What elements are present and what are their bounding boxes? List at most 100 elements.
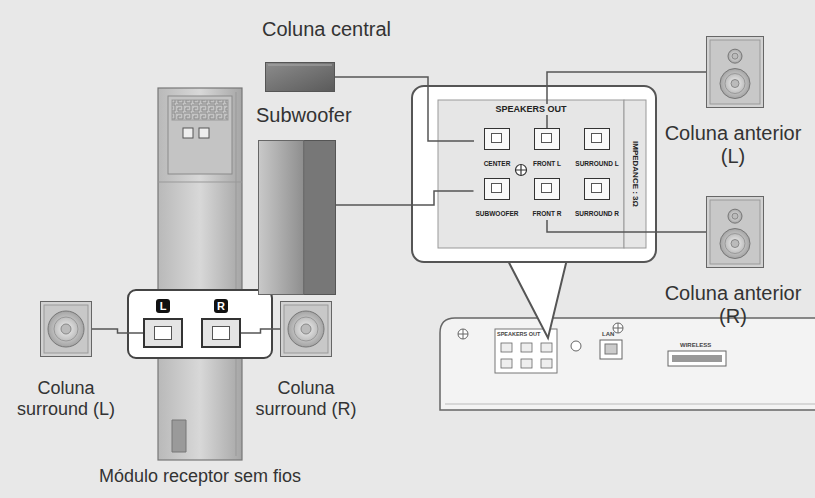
speaker-label: Subwoofer <box>256 104 376 127</box>
channel-badge: R <box>214 299 228 313</box>
speaker-cone <box>54 317 78 341</box>
speaker-cone <box>728 49 742 63</box>
socket-contact <box>541 133 552 143</box>
front-speaker: Coluna anterior (L) <box>706 36 764 108</box>
screw <box>613 323 623 333</box>
speaker-label: Coluna anterior (R) <box>655 282 811 328</box>
tower-jack <box>199 128 209 138</box>
speaker-cone <box>731 240 739 248</box>
terminal-label: SURROUND R <box>575 210 619 217</box>
center-drawing <box>265 62 335 92</box>
speaker-cable <box>241 329 280 333</box>
mini-terminals <box>501 343 552 368</box>
terminal-socket <box>534 128 560 150</box>
terminal-socket <box>484 128 510 150</box>
terminal-label: FRONT L <box>533 160 561 167</box>
speaker-terminal: SUBWOOFER <box>474 178 521 220</box>
tower-top-panel <box>168 96 232 174</box>
socket-contact <box>491 133 502 143</box>
lan-socket <box>605 344 617 354</box>
receiver-terminal: L <box>143 296 183 348</box>
port-label: SPEAKERS OUT <box>497 331 540 337</box>
wireless-pins <box>672 355 722 362</box>
tower-edge <box>236 92 237 456</box>
speaker-grille <box>284 305 328 353</box>
speaker-label: Coluna surround (R) <box>246 378 366 419</box>
front-drawing <box>706 36 764 108</box>
speaker-terminal: SURROUND L <box>573 128 621 170</box>
network-symbol <box>571 341 581 351</box>
screw <box>458 329 468 339</box>
module-label: Módulo receptor sem fios <box>50 466 350 487</box>
speaker-cone <box>725 234 745 254</box>
speaker-cone <box>720 69 750 99</box>
socket-contact <box>591 133 602 143</box>
speaker-label: Coluna surround (L) <box>6 378 126 419</box>
speaker-cone <box>725 74 745 94</box>
speaker-terminal: FRONT L <box>524 128 570 170</box>
subwoofer: Subwoofer <box>258 140 336 295</box>
port-label: WIRELESS <box>680 342 711 349</box>
speaker-cable <box>335 77 474 141</box>
speaker-cone <box>294 317 318 341</box>
tower-seam <box>158 182 242 183</box>
speaker-cabinet <box>707 197 764 268</box>
callout-frame <box>412 86 656 262</box>
main-unit <box>440 318 815 410</box>
speaker-terminal: FRONT R <box>524 178 570 220</box>
receiver-tower <box>158 88 242 460</box>
speaker-cone <box>732 53 738 59</box>
surround-drawing <box>280 301 332 357</box>
speaker-cable <box>336 191 474 205</box>
speaker-cone <box>728 209 742 223</box>
terminal-socket <box>584 128 610 150</box>
impedance-label: IMPEDANCE : 3Ω <box>630 138 640 210</box>
speaker-label: Coluna anterior (L) <box>655 122 811 168</box>
speaker-cabinet <box>707 37 764 108</box>
surround-drawing <box>40 301 92 357</box>
surround-speaker: Coluna surround (R) <box>280 301 332 357</box>
surround-speaker: Coluna surround (L) <box>40 301 92 357</box>
speaker-cone <box>61 324 71 334</box>
speaker-cable <box>547 72 706 128</box>
receiver-jack <box>143 318 183 348</box>
channel-badge: L <box>156 299 170 313</box>
socket-contact <box>212 326 230 340</box>
speaker-cable <box>547 220 706 232</box>
main-unit-edge <box>445 404 815 405</box>
speaker-panel-callout <box>412 86 656 262</box>
cabinet-face <box>259 141 304 295</box>
speaker-cone <box>731 80 739 88</box>
speaker-cone <box>720 229 750 259</box>
front-speaker: Coluna anterior (R) <box>706 196 764 268</box>
speaker-grille <box>44 305 88 353</box>
polarity-symbol <box>516 165 527 176</box>
tower-jack <box>183 128 193 138</box>
terminal-socket <box>534 178 560 200</box>
speaker-cabinet <box>266 63 335 92</box>
receiver-terminal: R <box>201 296 241 348</box>
speaker-cone <box>288 311 324 347</box>
terminal-socket <box>584 178 610 200</box>
callout-pointer <box>505 255 568 338</box>
highlight <box>268 65 332 66</box>
wireless-receiver-module: Módulo receptor sem fiosLR <box>158 88 242 460</box>
speaker-cabinet <box>41 302 92 357</box>
speaker-terminal: CENTER <box>474 128 520 170</box>
socket-contact <box>591 183 602 193</box>
terminal-label: FRONT R <box>533 210 562 217</box>
center-speaker: Coluna central <box>265 62 335 92</box>
speaker-grille <box>710 40 760 104</box>
terminal-label: SURROUND L <box>575 160 618 167</box>
speaker-terminal: SURROUND R <box>573 178 622 220</box>
speaker-cone <box>48 311 84 347</box>
socket-contact <box>154 326 172 340</box>
speaker-terminal-panel: SPEAKERS OUTIMPEDANCE : 3ΩCENTERFRONT LS… <box>412 86 656 262</box>
speaker-cone <box>301 324 311 334</box>
speaker-cabinet <box>259 141 336 295</box>
tower-pattern <box>172 100 228 120</box>
terminal-plate <box>438 100 624 248</box>
socket-contact <box>541 183 552 193</box>
